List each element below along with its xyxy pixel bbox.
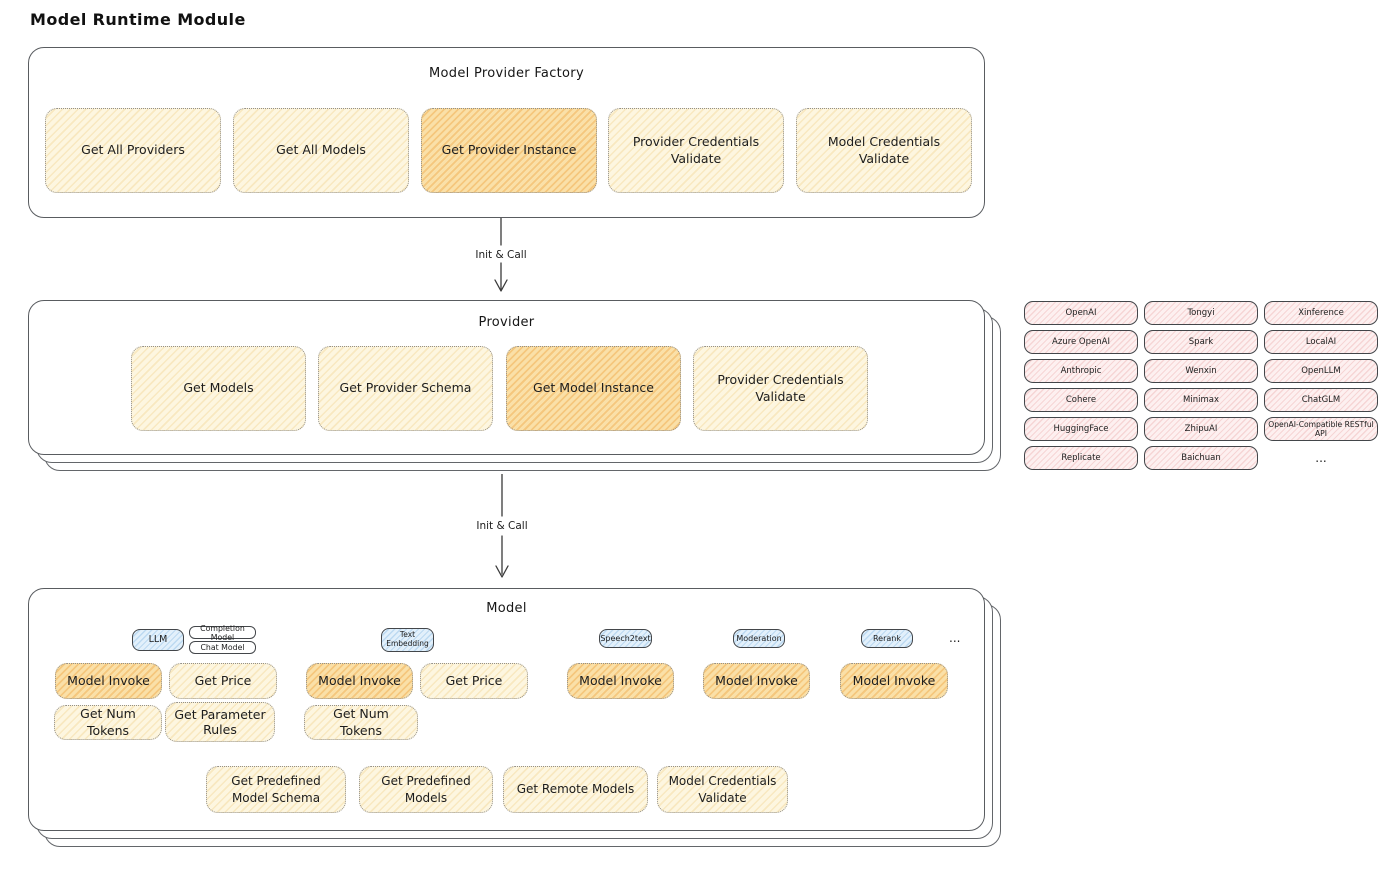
- method-get-models: Get Models: [131, 346, 306, 431]
- method-get-price-embedding: Get Price: [420, 663, 528, 699]
- init-call-label-2: Init & Call: [457, 520, 547, 532]
- page-title: Model Runtime Module: [30, 10, 246, 29]
- method-get-all-models: Get All Models: [233, 108, 409, 193]
- provider-pill-openllm: OpenLLM: [1264, 359, 1378, 383]
- providers-more-ellipsis: ...: [1315, 451, 1327, 465]
- tab-rerank: Rerank: [861, 629, 913, 648]
- method-model-invoke-llm: Model Invoke: [55, 663, 162, 699]
- tab-moderation: Moderation: [733, 629, 785, 648]
- method-model-invoke-moderation: Model Invoke: [703, 663, 810, 699]
- method-get-predefined-model-schema: Get Predefined Model Schema: [206, 766, 346, 813]
- tab-text-embedding: Text Embedding: [381, 628, 434, 652]
- method-get-predefined-models: Get Predefined Models: [359, 766, 493, 813]
- provider-pill-openai: OpenAI: [1024, 301, 1138, 325]
- method-provider-credentials-validate: Provider Credentials Validate: [608, 108, 784, 193]
- method-model-invoke-speech2text: Model Invoke: [567, 663, 674, 699]
- model-card: Model LLM Completion Model Chat Model Te…: [28, 588, 985, 831]
- init-call-label-1: Init & Call: [456, 249, 546, 261]
- provider-pill-anthropic: Anthropic: [1024, 359, 1138, 383]
- provider-pill-zhipuai: ZhipuAI: [1144, 417, 1258, 441]
- model-title: Model: [486, 601, 527, 616]
- method-model-credentials-validate-2: Model Credentials Validate: [657, 766, 788, 813]
- provider-pill-huggingface: HuggingFace: [1024, 417, 1138, 441]
- provider-pill-wenxin: Wenxin: [1144, 359, 1258, 383]
- tab-speech2text: Speech2text: [599, 629, 652, 648]
- provider-pill-openai-compatible: OpenAI-Compatible RESTful API: [1264, 417, 1378, 441]
- factory-card: Model Provider Factory Get All Providers…: [28, 47, 985, 218]
- tab-completion-model: Completion Model: [189, 624, 256, 642]
- method-get-provider-schema: Get Provider Schema: [318, 346, 493, 431]
- provider-pill-replicate: Replicate: [1024, 446, 1138, 470]
- tabs-more-ellipsis: ...: [949, 631, 961, 645]
- providers-grid: OpenAI Tongyi Xinference Azure OpenAI Sp…: [1024, 301, 1378, 470]
- method-get-parameter-rules: Get Parameter Rules: [165, 702, 275, 742]
- provider-pill-azure-openai: Azure OpenAI: [1024, 330, 1138, 354]
- provider-pill-chatglm: ChatGLM: [1264, 388, 1378, 412]
- method-model-credentials-validate: Model Credentials Validate: [796, 108, 972, 193]
- init-call-arrow-icon-2: [495, 474, 509, 578]
- method-get-all-providers: Get All Providers: [45, 108, 221, 193]
- tab-llm: LLM: [132, 629, 184, 651]
- method-model-invoke-rerank: Model Invoke: [840, 663, 948, 699]
- provider-pill-xinference: Xinference: [1264, 301, 1378, 325]
- method-get-num-tokens-embedding: Get Num Tokens: [304, 705, 418, 740]
- method-get-num-tokens-llm: Get Num Tokens: [54, 705, 162, 740]
- method-get-price-llm: Get Price: [169, 663, 277, 699]
- factory-title: Model Provider Factory: [429, 66, 584, 81]
- method-get-model-instance: Get Model Instance: [506, 346, 681, 431]
- provider-pill-tongyi: Tongyi: [1144, 301, 1258, 325]
- provider-pill-spark: Spark: [1144, 330, 1258, 354]
- provider-title: Provider: [478, 315, 535, 330]
- method-provider-credentials-validate-2: Provider Credentials Validate: [693, 346, 868, 431]
- init-call-arrow-icon: [494, 218, 508, 292]
- provider-card: Provider Get Models Get Provider Schema …: [28, 300, 985, 455]
- tab-chat-model: Chat Model: [189, 641, 256, 654]
- provider-pill-baichuan: Baichuan: [1144, 446, 1258, 470]
- provider-pill-minimax: Minimax: [1144, 388, 1258, 412]
- provider-pill-cohere: Cohere: [1024, 388, 1138, 412]
- method-model-invoke-embedding: Model Invoke: [306, 663, 413, 699]
- method-get-remote-models: Get Remote Models: [503, 766, 648, 813]
- provider-pill-localai: LocalAI: [1264, 330, 1378, 354]
- method-get-provider-instance: Get Provider Instance: [421, 108, 597, 193]
